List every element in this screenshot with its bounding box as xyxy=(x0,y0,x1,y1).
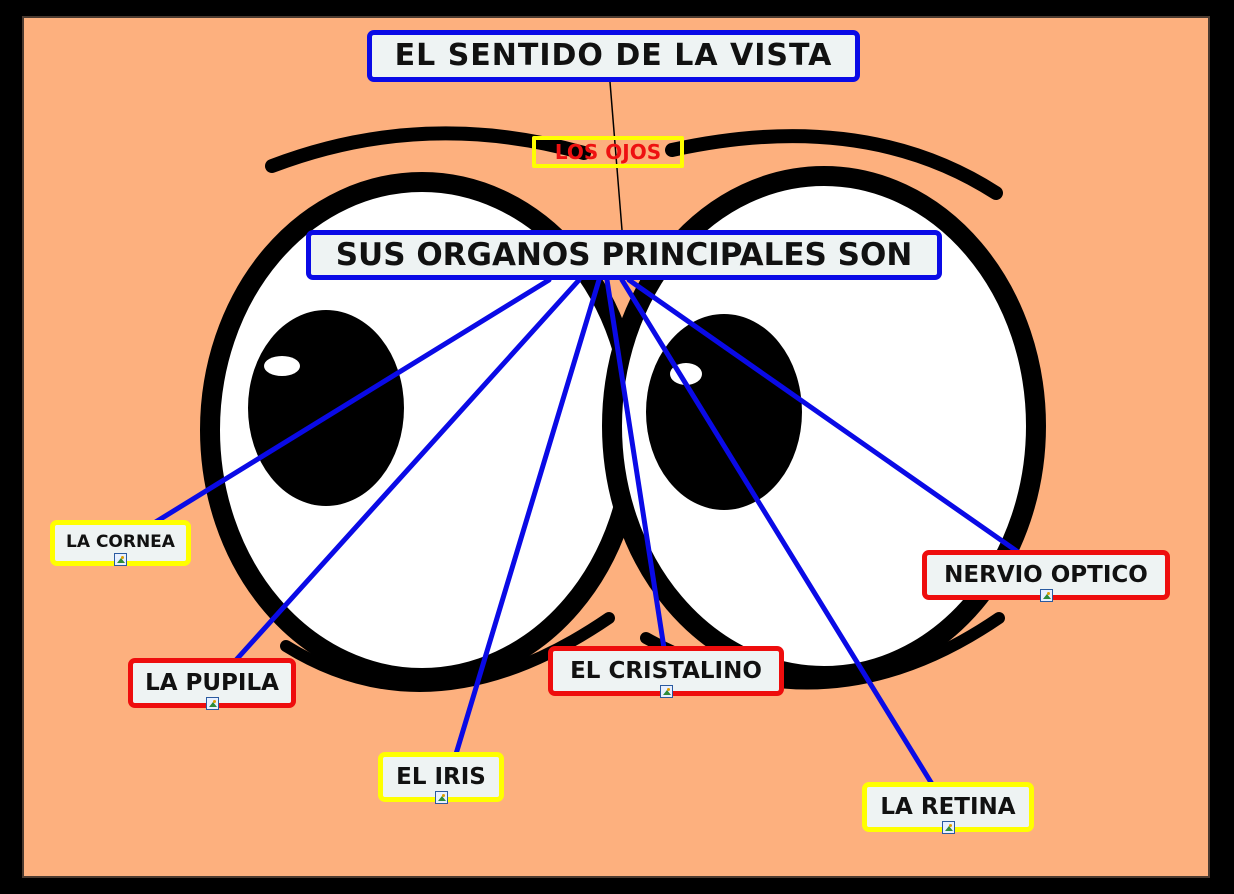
hub-text: SUS ORGANOS PRINCIPALES SON xyxy=(335,237,913,273)
connector-pupila xyxy=(233,277,582,663)
organ-node-cristalino[interactable]: EL CRISTALINO xyxy=(548,646,784,698)
image-attachment-icon[interactable] xyxy=(434,791,448,804)
organ-node-retina[interactable]: LA RETINA xyxy=(862,782,1034,834)
image-attachment-icon[interactable] xyxy=(941,821,955,834)
left-eyebrow xyxy=(265,126,591,173)
image-attachment-icon[interactable] xyxy=(1039,589,1053,602)
hub-node[interactable]: SUS ORGANOS PRINCIPALES SON xyxy=(306,230,942,280)
image-attachment-icon[interactable] xyxy=(114,553,127,566)
organ-label: EL IRIS xyxy=(396,764,486,790)
organ-label: EL CRISTALINO xyxy=(570,658,762,684)
connector-iris xyxy=(453,277,602,757)
organ-node-pupila[interactable]: LA PUPILA xyxy=(128,658,296,710)
map-title[interactable]: EL SENTIDO DE LA VISTA xyxy=(367,30,860,82)
connector-cornea xyxy=(151,277,552,526)
map-title-text: EL SENTIDO DE LA VISTA xyxy=(394,38,833,73)
organ-label: LA RETINA xyxy=(880,794,1016,820)
connector-cristalino xyxy=(604,277,667,651)
organ-node-nervio-optico[interactable]: NERVIO OPTICO xyxy=(922,550,1170,602)
eyes-illustration xyxy=(151,81,1046,787)
title-connector xyxy=(609,81,623,231)
connector-nervio xyxy=(626,277,1021,555)
organ-label: NERVIO OPTICO xyxy=(944,562,1148,588)
organ-node-cornea[interactable]: LA CORNEA xyxy=(50,520,191,566)
subtitle-node[interactable]: LOS OJOS xyxy=(532,136,684,168)
organ-connectors xyxy=(151,277,1021,787)
image-attachment-icon[interactable] xyxy=(205,697,219,710)
left-pupil-highlight xyxy=(264,356,300,376)
right-eyebrow xyxy=(665,129,1003,200)
left-pupil xyxy=(248,310,404,506)
organ-label: LA CORNEA xyxy=(66,532,175,552)
mind-map-canvas: EL SENTIDO DE LA VISTA LOS OJOS SUS ORGA… xyxy=(22,16,1210,878)
organ-label: LA PUPILA xyxy=(145,670,279,696)
image-attachment-icon[interactable] xyxy=(659,685,673,698)
connector-retina xyxy=(619,277,935,787)
subtitle-text: LOS OJOS xyxy=(554,140,662,164)
organ-node-iris[interactable]: EL IRIS xyxy=(378,752,504,804)
right-pupil xyxy=(646,314,802,510)
